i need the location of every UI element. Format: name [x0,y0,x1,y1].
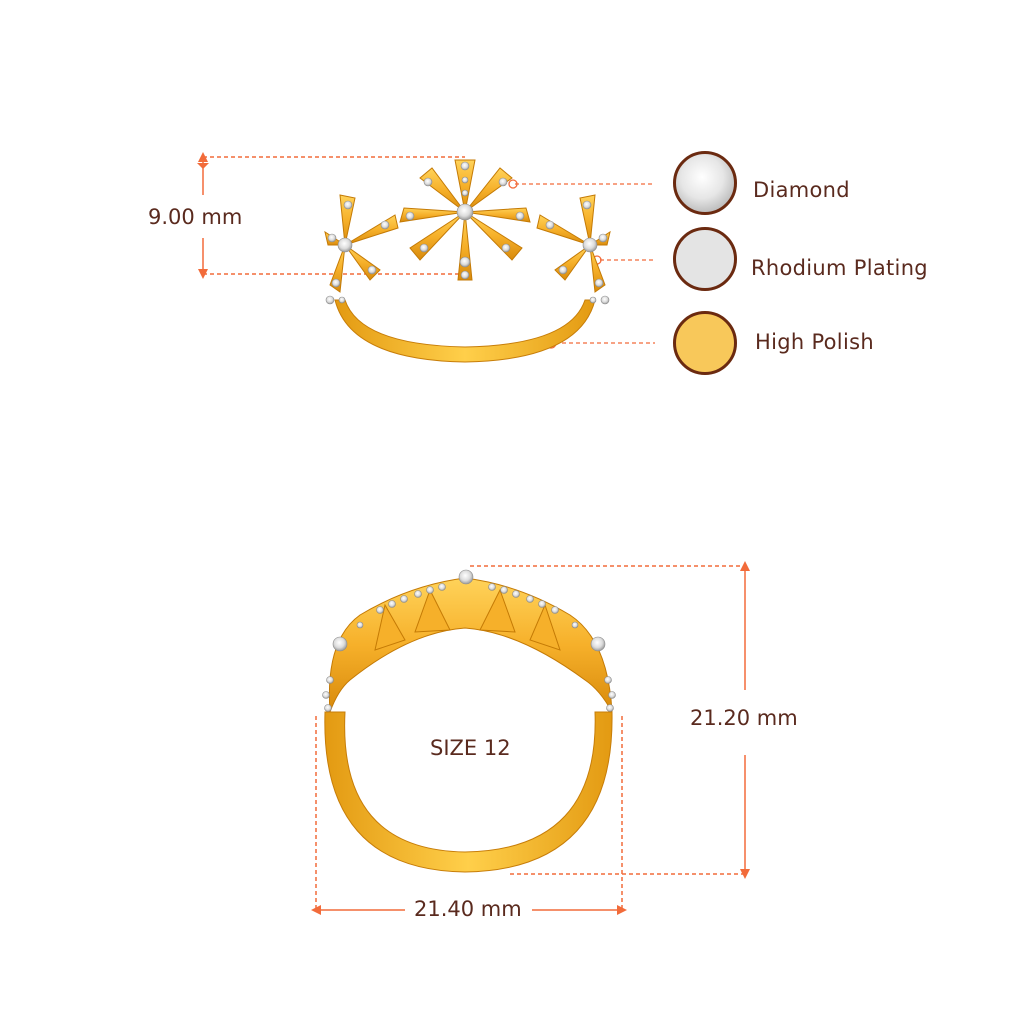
front-height-dimension [470,565,746,875]
front-height-label: 21.20 mm [690,706,798,730]
legend-polish-label: High Polish [755,330,874,354]
diamond-swatch-icon [673,151,737,215]
ring-size-label: SIZE 12 [430,736,511,760]
ring-top-view [324,159,611,363]
gold-swatch-icon [673,311,737,375]
legend-leaders [515,183,655,344]
front-width-dimension [315,716,623,912]
front-width-label: 21.40 mm [414,897,522,921]
rhodium-swatch-icon [673,227,737,291]
legend-diamond-label: Diamond [753,178,850,202]
top-height-label: 9.00 mm [148,205,243,229]
legend-rhodium-label: Rhodium Plating [751,256,928,280]
ring-front-view [322,569,616,873]
